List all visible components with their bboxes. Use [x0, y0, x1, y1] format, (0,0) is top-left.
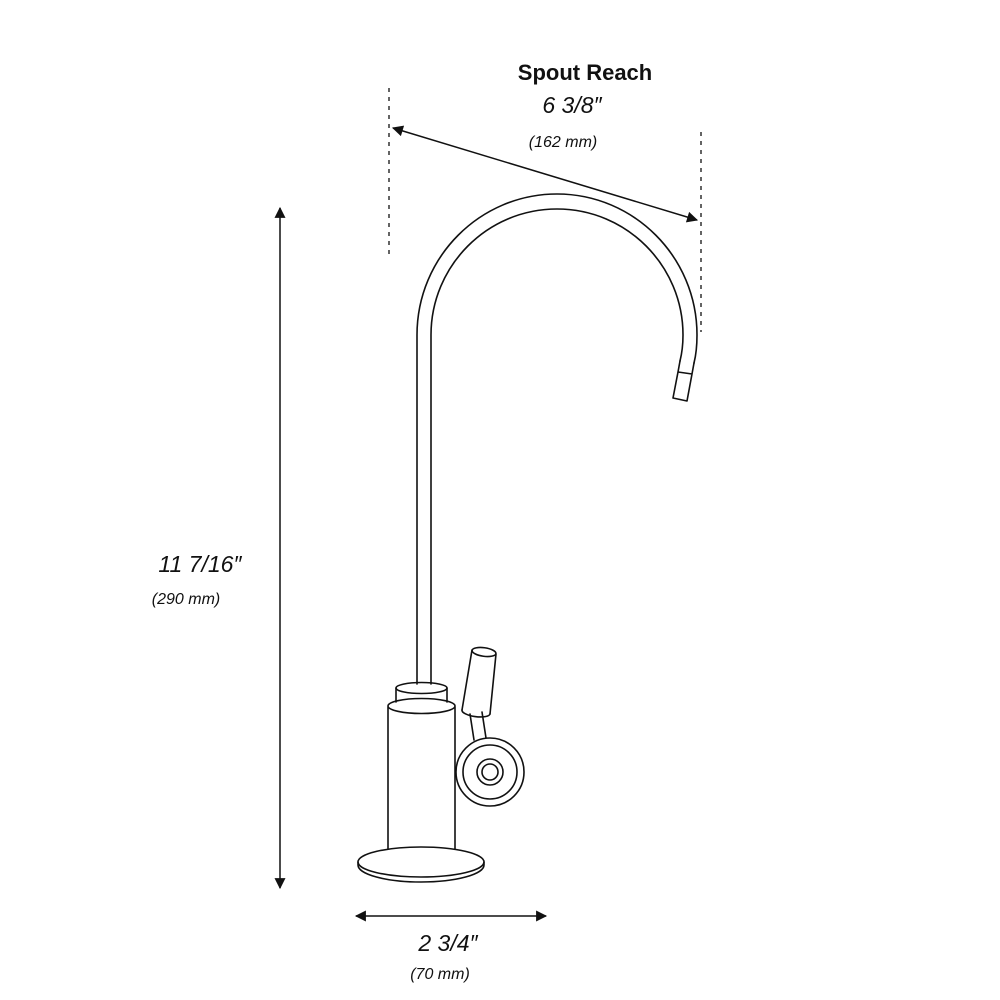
faucet-line-art — [357, 193, 698, 883]
base-mm: (70 mm) — [410, 966, 470, 983]
handle-knob-bottom — [461, 709, 491, 718]
spout-reach-title: Spout Reach — [518, 60, 652, 85]
base-top-ellipse — [357, 846, 485, 878]
handle-knob-sides — [461, 649, 497, 715]
handle-knob-top — [471, 646, 497, 658]
handle-hub-center — [481, 763, 499, 781]
base-inches: 2 3/4″ — [417, 930, 478, 956]
height-mm: (290 mm) — [152, 591, 220, 608]
handle-hub-ring — [462, 744, 518, 800]
spout-collar-top — [395, 681, 448, 695]
spout-reach-inches: 6 3/8″ — [542, 92, 602, 118]
spout-reach-mm: (162 mm) — [529, 134, 597, 151]
body-top-cap — [387, 697, 456, 715]
base-bottom-edge — [357, 861, 485, 883]
spout-outer-curve — [416, 193, 698, 685]
dimension-annotations: Spout Reach 6 3/8″ (162 mm) 11 7/16″ (29… — [152, 60, 702, 983]
body-sides — [387, 706, 456, 850]
height-inches: 11 7/16″ — [158, 551, 242, 577]
spout-tip-aerator — [672, 360, 695, 402]
spout-collar-sides — [395, 687, 448, 703]
handle-hub-outer — [455, 737, 525, 807]
spout-inner-curve — [430, 208, 684, 685]
spout-reach-dimension-arrow — [391, 125, 699, 223]
handle-hub-cap — [476, 758, 504, 786]
